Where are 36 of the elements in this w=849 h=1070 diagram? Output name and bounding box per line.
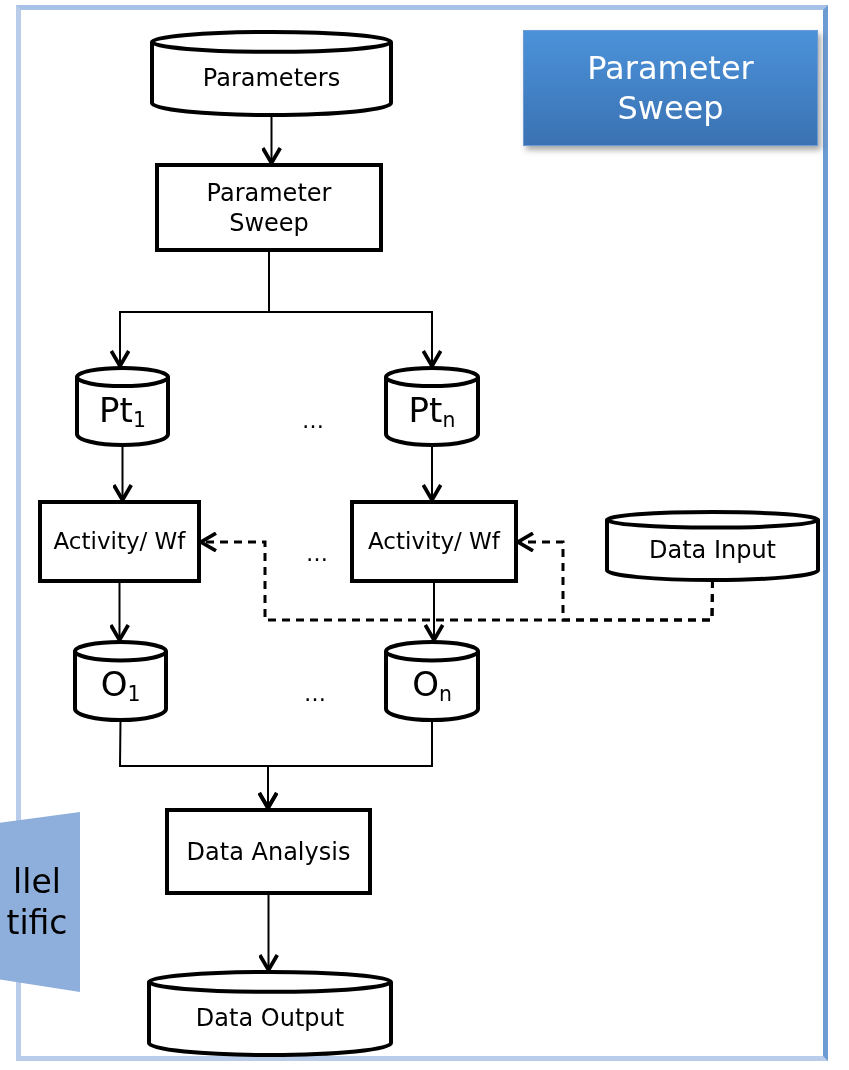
process-box bbox=[155, 163, 383, 252]
node-label: Pt$_{1}$ bbox=[98, 388, 147, 434]
node-label: Parameters bbox=[201, 63, 342, 94]
database-cylinder bbox=[147, 970, 393, 1055]
arrow bbox=[423, 582, 445, 642]
database-cylinder bbox=[384, 366, 480, 445]
node-label: O$_{n}$ bbox=[411, 663, 453, 708]
arrow bbox=[260, 114, 283, 165]
database-cylinder bbox=[73, 640, 168, 720]
ellipsis-label: … bbox=[302, 410, 324, 432]
arrow bbox=[111, 444, 134, 502]
ellipsis-label: … bbox=[304, 683, 326, 705]
database-cylinder bbox=[150, 30, 393, 115]
database-cylinder bbox=[384, 640, 480, 720]
database-cylinder bbox=[75, 366, 170, 445]
ellipsis-label: … bbox=[306, 543, 328, 565]
node-label: Activity/ Wf bbox=[367, 527, 502, 556]
database-cylinder bbox=[605, 510, 820, 580]
node-label: Pt$_{n}$ bbox=[407, 388, 457, 434]
arrow bbox=[421, 444, 443, 502]
arrow bbox=[108, 582, 131, 642]
node-label: Activity/ Wf bbox=[52, 527, 187, 556]
node-label: llel tific bbox=[5, 860, 69, 944]
node-label: Parameter Sweep bbox=[586, 48, 755, 128]
process-box bbox=[165, 808, 372, 895]
node-label: Parameter Sweep bbox=[205, 177, 333, 238]
arrow bbox=[268, 251, 443, 368]
arrow bbox=[257, 719, 433, 810]
process-box bbox=[38, 500, 201, 583]
node-label: Data Analysis bbox=[185, 836, 352, 867]
node-label: Data Input bbox=[647, 534, 778, 565]
title-banner bbox=[523, 30, 818, 146]
node-label: O$_{1}$ bbox=[99, 663, 142, 708]
node-label: Data Output bbox=[194, 1003, 346, 1034]
process-box bbox=[350, 500, 518, 583]
arrow bbox=[257, 894, 280, 972]
